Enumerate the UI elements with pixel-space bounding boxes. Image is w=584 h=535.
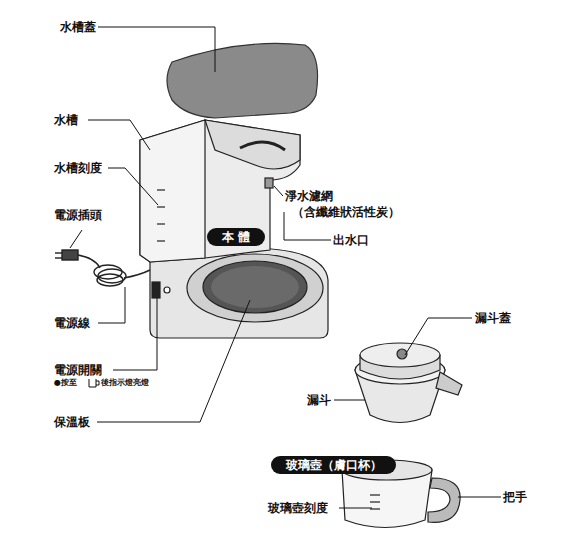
part-label: 漏斗蓋: [475, 311, 511, 325]
coffee-maker-body: [140, 120, 328, 338]
part-label: 電源插頭: [54, 208, 102, 222]
part-label: 保溫板: [54, 415, 90, 429]
leader-lines: [70, 27, 501, 508]
funnel: [355, 343, 462, 423]
cup-icon: [89, 379, 99, 387]
part-label: 漏斗: [307, 393, 331, 407]
part-label: 後指示燈亮燈: [101, 378, 149, 388]
part-label: 把手: [503, 490, 527, 504]
title-band: 本 體: [207, 228, 265, 246]
part-label: 水槽刻度: [54, 161, 102, 175]
part-label: 水槽: [54, 113, 78, 127]
title-band: 玻璃壺（膚口杯）: [271, 456, 396, 474]
band-text: 玻璃壺（膚口杯）: [286, 457, 382, 474]
part-label: 淨水濾網: [285, 189, 333, 203]
part-label: ●按至: [54, 378, 77, 388]
power-cord: [55, 250, 150, 286]
part-label: 出水口: [333, 233, 369, 247]
part-label: 水槽蓋: [60, 20, 96, 34]
band-text: 本 體: [222, 229, 250, 246]
tank-lid: [167, 43, 318, 118]
part-label: 電源開關: [54, 363, 102, 377]
part-label: 玻璃壺刻度: [268, 501, 328, 515]
part-label: 電源線: [54, 316, 90, 330]
part-label: （含纖維狀活性炭）: [292, 205, 400, 219]
